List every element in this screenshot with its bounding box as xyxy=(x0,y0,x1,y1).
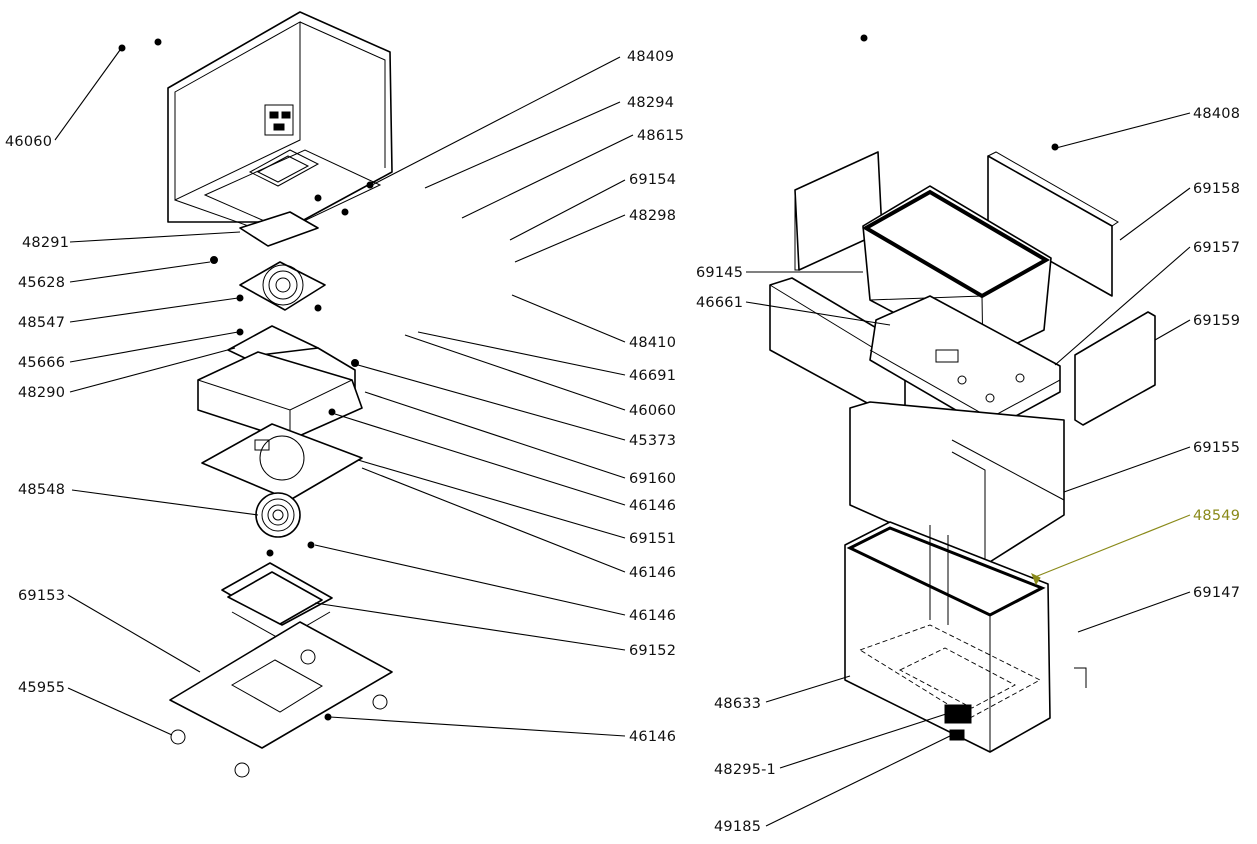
screw-46060-icon xyxy=(118,44,126,52)
callout-48615: 48615 xyxy=(637,128,684,144)
callout-48295-1: 48295-1 xyxy=(714,762,776,778)
callout-48549: 48549 xyxy=(1193,508,1240,524)
callout-69153: 69153 xyxy=(18,588,65,604)
callout-48294: 48294 xyxy=(627,95,674,111)
screw-icon xyxy=(860,34,868,42)
callout-48409: 48409 xyxy=(627,49,674,65)
callout-45955: 45955 xyxy=(18,680,65,696)
callout-46146-d: 46146 xyxy=(629,729,676,745)
callout-46060-b: 46060 xyxy=(629,403,676,419)
callout-69152: 69152 xyxy=(629,643,676,659)
callout-49185: 49185 xyxy=(714,819,761,835)
part-wrap-69155 xyxy=(849,401,1065,566)
screw-icon xyxy=(154,38,162,46)
part-48291 xyxy=(239,211,319,247)
callout-45666: 45666 xyxy=(18,355,65,371)
screw-icon xyxy=(341,208,349,216)
part-tray-69160 xyxy=(197,351,363,441)
callout-69159: 69159 xyxy=(1193,313,1240,329)
callout-45628: 45628 xyxy=(18,275,65,291)
panel-69159 xyxy=(1074,311,1156,426)
callout-69147: 69147 xyxy=(1193,585,1240,601)
callout-48408: 48408 xyxy=(1193,106,1240,122)
callout-69151: 69151 xyxy=(629,531,676,547)
callout-48298: 48298 xyxy=(629,208,676,224)
callout-46060: 46060 xyxy=(5,134,52,150)
panel-69158 xyxy=(987,155,1113,297)
callout-labels: 46060 48409 48294 48615 69154 48298 4829… xyxy=(5,49,1240,835)
part-plate-69151 xyxy=(201,423,363,501)
callout-45373: 45373 xyxy=(629,433,676,449)
callout-48548: 48548 xyxy=(18,482,65,498)
callout-69158: 69158 xyxy=(1193,181,1240,197)
callout-69145: 69145 xyxy=(696,265,743,281)
part-fan-48547 xyxy=(236,261,326,312)
callout-48291: 48291 xyxy=(22,235,69,251)
part-fanguard-48548 xyxy=(255,492,301,538)
callout-46661: 46661 xyxy=(696,295,743,311)
callout-46146-c: 46146 xyxy=(629,608,676,624)
callout-46691: 46691 xyxy=(629,368,676,384)
callout-46146-b: 46146 xyxy=(629,565,676,581)
callout-48410: 48410 xyxy=(629,335,676,351)
callout-48547: 48547 xyxy=(18,315,65,331)
callout-48290: 48290 xyxy=(18,385,65,401)
callout-69157: 69157 xyxy=(1193,240,1240,256)
callout-69160: 69160 xyxy=(629,471,676,487)
part-top-cover xyxy=(167,11,393,231)
right-assembly xyxy=(769,34,1156,753)
screw-48408-icon xyxy=(1051,143,1059,151)
leader-48549 xyxy=(1034,514,1191,578)
part-baseplate-69153 xyxy=(169,621,393,778)
callout-46146-a: 46146 xyxy=(629,498,676,514)
callout-48633: 48633 xyxy=(714,696,761,712)
part-bracket-69152 xyxy=(221,562,333,641)
leader-lines xyxy=(54,49,1191,827)
callout-69154: 69154 xyxy=(629,172,676,188)
part-enclosure-69147 xyxy=(844,521,1087,753)
left-assembly xyxy=(118,11,393,778)
screw-icon xyxy=(314,194,322,202)
callout-69155: 69155 xyxy=(1193,440,1240,456)
